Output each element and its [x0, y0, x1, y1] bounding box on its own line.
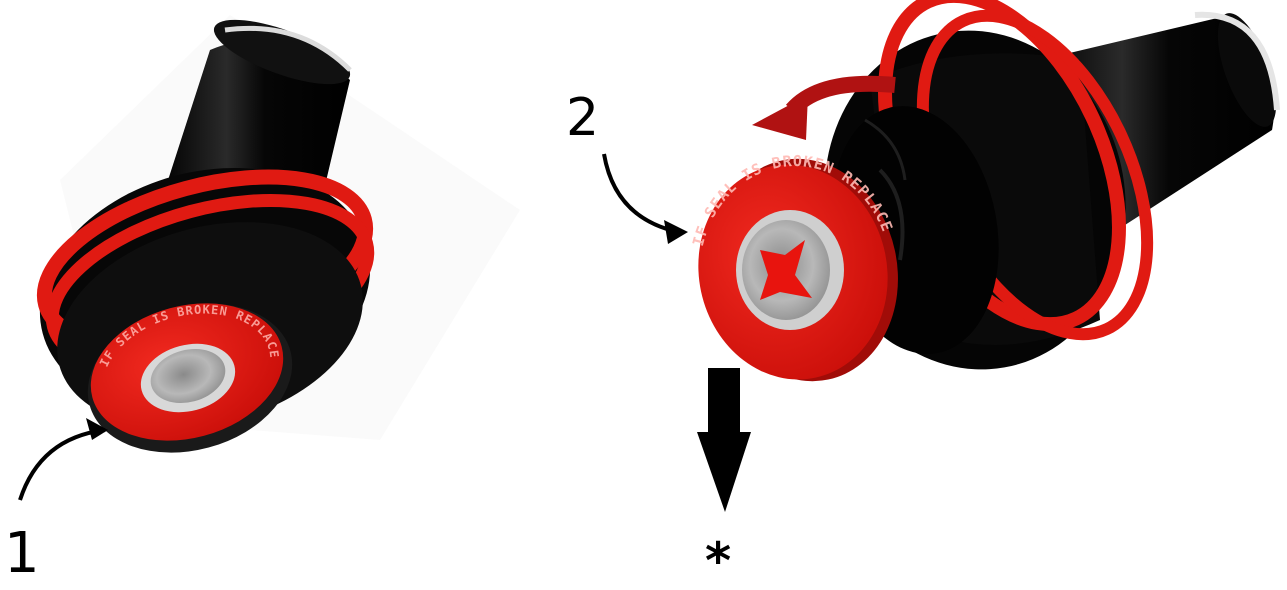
step-2-label: 2 [566, 92, 599, 144]
plug-assembly-open: IF SEAL IS BROKEN REPLACE [679, 0, 1287, 399]
discard-marker: * [705, 536, 731, 586]
down-arrow-icon [697, 368, 751, 512]
plug-assembly-closed: IF SEAL IS BROKEN REPLACE [12, 7, 520, 475]
curved-pointer-icon [604, 154, 688, 244]
curved-pointer-icon [20, 418, 108, 500]
step-1-label: 1 [4, 526, 40, 582]
